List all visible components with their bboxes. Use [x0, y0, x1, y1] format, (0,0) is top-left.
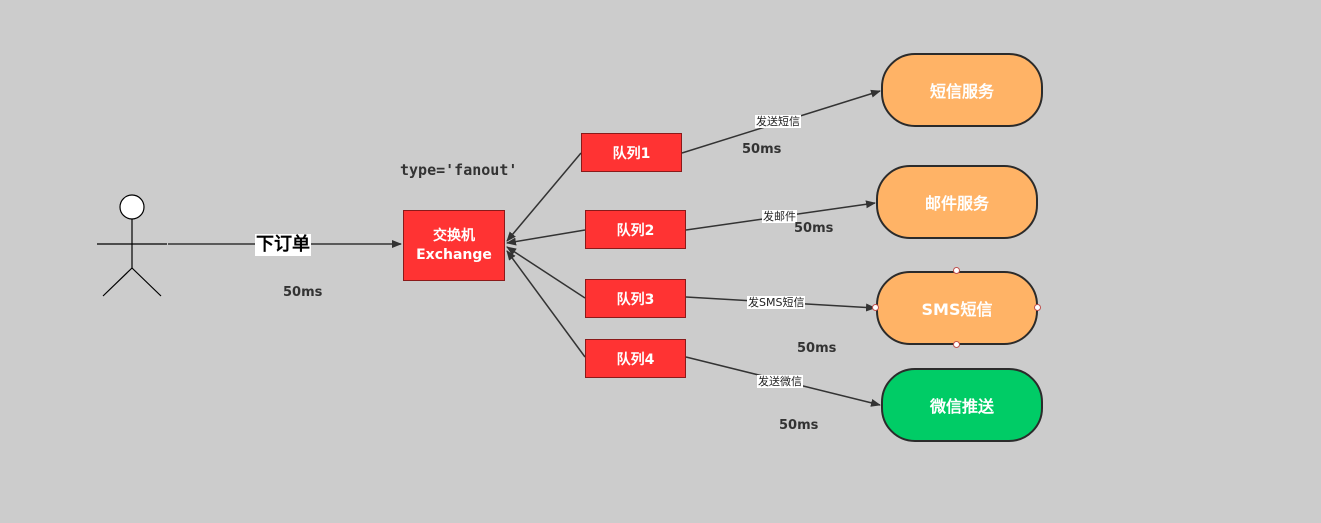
queue-3-node[interactable]: 队列3: [585, 279, 686, 318]
service-label: SMS短信: [921, 300, 993, 319]
selection-handle-right[interactable]: [1034, 304, 1041, 311]
selection-handle-top[interactable]: [953, 267, 960, 274]
edge-label-send-wechat: 发送微信: [757, 375, 803, 388]
wechat-push-node[interactable]: 微信推送: [881, 368, 1043, 442]
selection-handle-bottom[interactable]: [953, 341, 960, 348]
order-timing-label: 50ms: [283, 285, 323, 300]
queue-label: 队列1: [612, 145, 651, 162]
mail-service-node[interactable]: 邮件服务: [876, 165, 1038, 239]
edge-timing-label: 50ms: [742, 142, 782, 157]
edge-timing-label: 50ms: [779, 418, 819, 433]
sms-service-node[interactable]: 短信服务: [881, 53, 1043, 127]
edge-timing-label: 50ms: [794, 221, 834, 236]
queue1-to-exchange-edge: [506, 152, 582, 242]
edge-label-send-mail: 发邮件: [762, 210, 797, 223]
exchange-name-cn: 交换机: [433, 227, 475, 244]
service-label: 邮件服务: [924, 194, 989, 213]
service-label: 微信推送: [929, 397, 994, 416]
service-label: 短信服务: [929, 82, 994, 101]
queue-4-node[interactable]: 队列4: [585, 339, 686, 378]
exchange-type-label: type='fanout': [400, 161, 518, 179]
queue-label: 队列2: [616, 222, 655, 239]
queue-1-node[interactable]: 队列1: [581, 133, 682, 172]
edge-label-send-sms-message: 发SMS短信: [747, 296, 806, 309]
stick-figure-user-icon: [97, 194, 167, 297]
queue3-to-exchange-edge: [506, 246, 586, 299]
queue-label: 队列3: [616, 291, 655, 308]
queue-label: 队列4: [616, 351, 655, 368]
selection-handle-left[interactable]: [872, 304, 879, 311]
queue-2-node[interactable]: 队列2: [585, 210, 686, 249]
queue2-to-exchange-edge: [506, 229, 586, 246]
order-edge-label: 下订单: [255, 234, 311, 256]
exchange-node[interactable]: 交换机 Exchange: [403, 210, 505, 281]
edge-timing-label: 50ms: [797, 341, 837, 356]
queue4-to-exchange-edge: [506, 250, 586, 358]
exchange-name-en: Exchange: [416, 246, 492, 263]
edge-label-send-sms: 发送短信: [755, 115, 801, 128]
sms-message-node[interactable]: SMS短信: [876, 271, 1038, 345]
